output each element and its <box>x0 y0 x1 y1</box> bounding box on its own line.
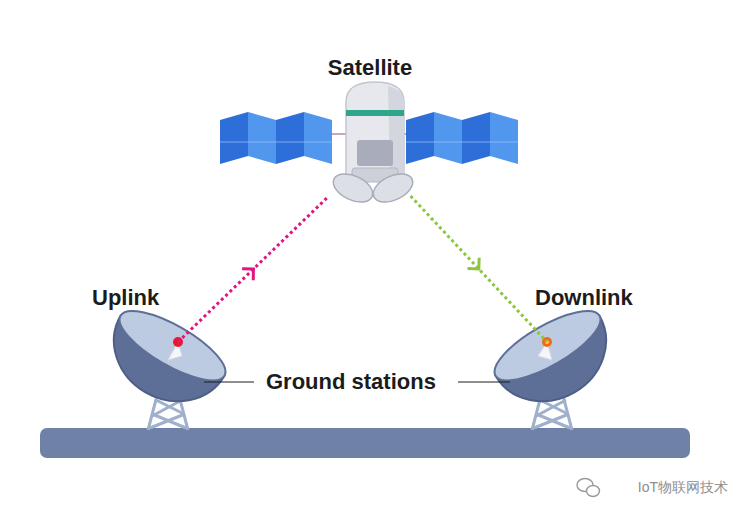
link-label: Uplink <box>92 285 159 311</box>
ground-bar <box>40 428 690 458</box>
panel-arm <box>330 133 346 135</box>
leader-line <box>458 382 510 383</box>
dotted-connector <box>411 196 547 342</box>
chat-bubble <box>587 486 600 497</box>
satellite-dish <box>369 168 417 208</box>
solar-panel <box>406 112 434 164</box>
watermark: IoT物联网技术 <box>638 478 728 496</box>
downlink-arrow <box>411 196 547 342</box>
dish-rim <box>111 298 235 393</box>
solar-panel <box>220 112 248 164</box>
arrow-head <box>242 263 259 280</box>
solar-panel <box>490 112 518 164</box>
arrow-head <box>467 258 484 275</box>
tower-brace <box>152 400 182 416</box>
solar-panel <box>462 112 490 164</box>
node-title: Satellite <box>310 55 430 81</box>
tower-brace <box>150 414 185 428</box>
panel-grid-line <box>220 142 332 143</box>
ground-station: Uplink <box>113 342 228 402</box>
group-label: Ground stations <box>266 369 436 395</box>
dish-antenna <box>94 298 235 422</box>
satellite-band <box>346 110 404 116</box>
satellite-body <box>346 82 404 178</box>
panel-grid-line <box>406 142 518 143</box>
solar-panel <box>304 112 332 164</box>
satellite-module <box>357 140 393 166</box>
watermark-icon <box>577 479 600 497</box>
uplink-arrow <box>178 196 329 342</box>
tower-brace <box>534 414 569 428</box>
solar-panel <box>434 112 462 164</box>
link-label: Downlink <box>535 285 633 311</box>
leader-line <box>204 382 254 383</box>
solar-panel <box>276 112 304 164</box>
tower-brace <box>536 400 566 416</box>
ground-station: Downlink <box>500 342 610 402</box>
dish-rim <box>486 298 610 393</box>
dotted-connector <box>178 196 329 342</box>
satellite-dish <box>329 168 377 208</box>
dish-antenna <box>486 298 627 422</box>
satellite-node: Satellite <box>310 48 430 196</box>
solar-panel <box>248 112 276 164</box>
